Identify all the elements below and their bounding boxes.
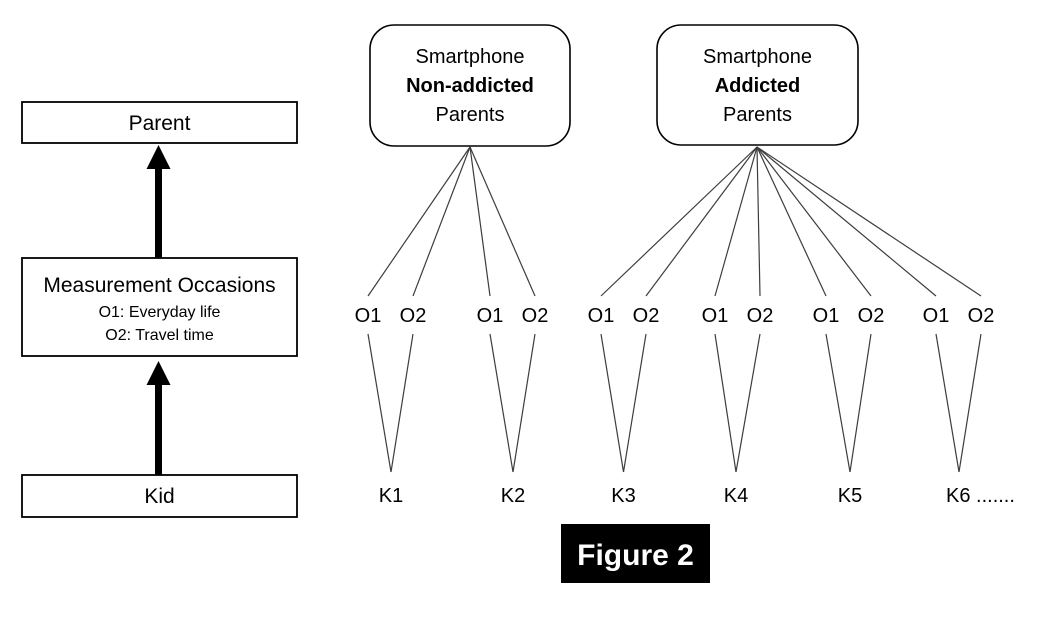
connector-line [714,333,737,473]
connector-line [600,333,625,473]
group-label-line3: Parents [723,104,792,126]
non-addicted-fan-lines [367,146,536,297]
arrow-up-head [146,361,171,385]
kid-label: K2 [501,485,525,507]
occasion-definition-o1: O1: Everyday life [99,304,221,321]
occasion-label: O2 [747,305,774,327]
connector-line [825,333,851,473]
connector-line [367,146,471,297]
occasion-label: O1 [588,305,615,327]
group-label-line2: Addicted [715,75,801,97]
connector-line [489,333,514,473]
arrow-kid-to-measurement [146,361,171,475]
connector-line [756,146,937,297]
connector-line [390,333,414,473]
parent-box-label: Parent [129,112,191,135]
left-panel: Parent Measurement Occasions O1: Everyda… [21,101,298,518]
occasion-label: O1 [813,305,840,327]
connector-line [645,146,758,297]
connector-line [935,333,960,473]
addicted-fan-lines [600,146,982,297]
occasion-label: O2 [400,305,427,327]
kid-label: K3 [611,485,635,507]
connector-line [367,333,392,473]
connector-line [756,146,827,297]
figure-caption: Figure 2 [561,524,710,583]
connector-line [756,146,982,297]
figure-label: Figure 2 [577,539,694,572]
group-label-line1: Smartphone [703,46,812,68]
group-box-addicted [656,24,859,146]
occasion-to-kid-lines [367,333,982,473]
connector-line [756,146,872,297]
group-label-line3: Parents [436,104,505,126]
group-label-line1: Smartphone [416,46,525,68]
connector-line [600,146,758,297]
occasion-label: O2 [858,305,885,327]
group-addicted: Smartphone Addicted Parents [600,24,982,297]
connector-line [512,333,536,473]
occasion-labels: O1 O2 O1 O2 O1 O2 O1 O2 O1 O2 O1 O2 [355,305,995,327]
connector-line [412,146,471,297]
connector-line [756,146,761,297]
kid-label: K5 [838,485,862,507]
kid-label: K1 [379,485,403,507]
occasion-label: O2 [522,305,549,327]
occasion-label: O2 [633,305,660,327]
connector-line [714,146,758,297]
occasion-definition-o2: O2: Travel time [105,327,214,344]
occasion-label: O2 [968,305,995,327]
occasion-label: O1 [355,305,382,327]
connector-line [735,333,761,473]
measurement-occasions-box [21,257,298,357]
kid-label: K4 [724,485,748,507]
parent-box [21,101,298,144]
occasion-label: O1 [923,305,950,327]
kid-labels: K1 K2 K3 K4 K5 K6 ....... [379,485,1015,507]
kid-box-label: Kid [144,485,174,508]
connector-line [849,333,872,473]
group-label-line2: Non-addicted [406,75,534,97]
group-box-non-addicted [369,24,571,147]
occasion-label: O1 [477,305,504,327]
arrow-up-head [146,145,171,169]
group-non-addicted: Smartphone Non-addicted Parents [367,24,571,297]
arrow-measurement-to-parent [146,145,171,258]
connector-line [469,146,491,297]
connector-line [958,333,982,473]
occasion-label: O1 [702,305,729,327]
figure-label-box [561,524,710,583]
connector-line [469,146,536,297]
connector-line [622,333,647,473]
measurement-occasions-title: Measurement Occasions [43,274,275,297]
kid-label: K6 ....... [946,485,1015,507]
